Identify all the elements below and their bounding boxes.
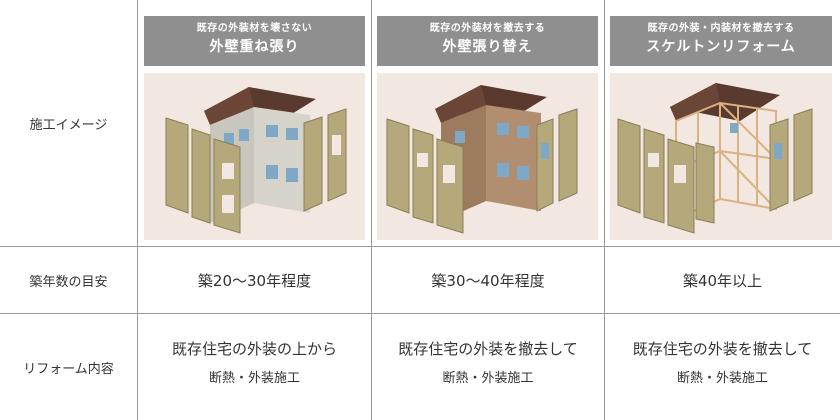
header-title: スケルトンリフォーム: [646, 39, 796, 55]
row-label-content: リフォーム内容: [23, 361, 114, 377]
illustration-skeleton: [610, 73, 832, 240]
illustration-overlay: [144, 73, 365, 240]
header-title: 外壁重ね張り: [209, 39, 300, 55]
column-divider: [371, 0, 372, 420]
content-line: 既存住宅の外装を撤去して: [632, 340, 813, 358]
content-overlay: 既存住宅の外装の上から 断熱・外装施工: [138, 339, 371, 389]
house-overlay-image: [165, 87, 347, 234]
column-header-replace: 既存の外装材を撤去する 外壁張り替え: [377, 16, 598, 66]
content-line: 断熱・外装施工: [208, 371, 300, 386]
row-label-image: 施工イメージ: [29, 117, 108, 133]
age-replace: 築30〜40年程度: [431, 271, 545, 290]
header-subtitle: 既存の外装・内装材を撤去する: [647, 23, 795, 34]
row-divider: [0, 313, 840, 314]
column-header-skeleton: 既存の外装・内装材を撤去する スケルトンリフォーム: [610, 16, 832, 66]
content-replace: 既存住宅の外装を撤去して 断熱・外装施工: [372, 339, 604, 389]
column-header-overlay: 既存の外装材を壊さない 外壁重ね張り: [144, 16, 365, 66]
illustration-replace: [377, 73, 598, 240]
column-divider: [137, 0, 138, 420]
header-title: 外壁張り替え: [442, 39, 533, 55]
header-subtitle: 既存の外装材を壊さない: [196, 23, 313, 34]
content-line: 断熱・外装施工: [676, 371, 768, 386]
age-overlay: 築20〜30年程度: [197, 271, 312, 290]
house-skeleton-image: [617, 83, 813, 234]
house-replace-image: [386, 85, 578, 234]
content-line: 既存住宅の外装の上から: [171, 340, 337, 358]
content-skeleton: 既存住宅の外装を撤去して 断熱・外装施工: [605, 339, 840, 389]
header-subtitle: 既存の外装材を撤去する: [429, 23, 546, 34]
row-divider: [0, 246, 840, 247]
age-skeleton: 築40年以上: [682, 271, 763, 290]
content-line: 断熱・外装施工: [442, 371, 534, 386]
row-label-age: 築年数の目安: [29, 274, 108, 290]
column-divider: [604, 0, 605, 420]
content-line: 既存住宅の外装を撤去して: [398, 340, 578, 358]
